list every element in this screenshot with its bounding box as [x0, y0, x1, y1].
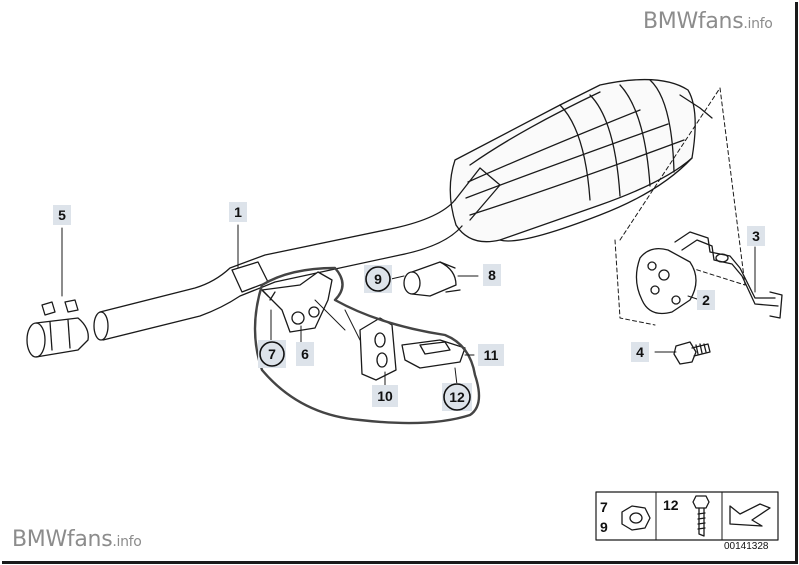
pipe-sleeve — [403, 261, 461, 297]
rear-silencer — [449, 78, 713, 243]
label-10: 10 — [377, 388, 393, 404]
support-bracket — [401, 339, 466, 369]
rubber-mount — [359, 317, 397, 381]
label-6: 6 — [301, 346, 309, 362]
legend-label-7: 7 — [600, 499, 608, 515]
flange-gasket — [635, 247, 697, 315]
watermark-top: BMWfans.info — [643, 9, 773, 34]
legend-label-9: 9 — [600, 519, 608, 535]
legend-label-12: 12 — [663, 497, 679, 513]
label-11: 11 — [484, 347, 499, 363]
fastener-legend: 7 9 12 — [595, 491, 779, 541]
label-9: 9 — [374, 271, 382, 287]
bolt-icon — [692, 495, 710, 537]
direction-arrow-icon — [729, 503, 771, 527]
label-1: 1 — [234, 204, 242, 220]
label-5: 5 — [58, 207, 66, 223]
label-7: 7 — [268, 346, 276, 362]
part-tags: 1 5 3 2 4 8 6 10 11 — [53, 202, 765, 407]
pipe-clamp — [26, 299, 89, 358]
label-12: 12 — [449, 389, 465, 405]
watermark-bottom: BMWfans.info — [12, 527, 142, 552]
hanger-bracket — [261, 271, 333, 333]
highlight-outline — [253, 266, 481, 425]
label-8: 8 — [488, 267, 496, 283]
bracket-rod — [674, 231, 783, 319]
label-2: 2 — [702, 292, 710, 308]
label-4: 4 — [636, 344, 644, 360]
hex-nut-icon — [621, 505, 651, 531]
label-3: 3 — [752, 228, 760, 244]
diagram-code: 00141328 — [724, 541, 769, 552]
circled-tags: 7 9 12 — [258, 265, 472, 411]
hex-bolt — [673, 341, 711, 365]
